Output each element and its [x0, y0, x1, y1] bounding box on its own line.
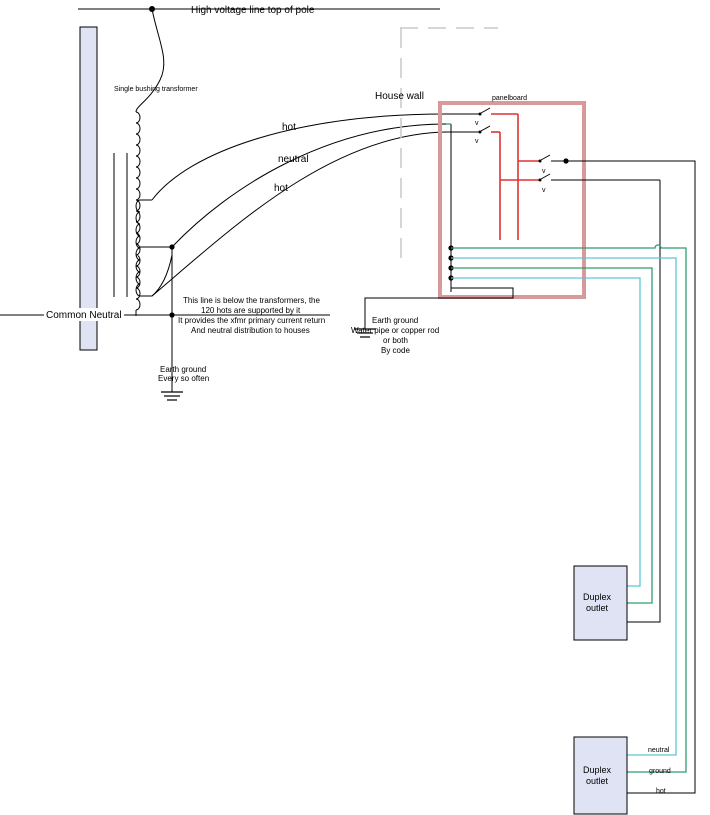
- house-ground-label-line2: Water pipe or copper rod: [351, 326, 439, 335]
- transformer-secondary-coil: [135, 199, 141, 297]
- outlet1-label-line2: outlet: [586, 603, 609, 613]
- panel-ground-conductor: [364, 287, 514, 325]
- hot-wire-label-top: hot: [282, 122, 296, 133]
- outlet2-label-line1: Duplex: [583, 765, 612, 775]
- branch-1-hot-to-outlet2: [566, 160, 696, 794]
- house-ground-symbol: [354, 325, 376, 338]
- house-ground-label-line1: Earth ground: [372, 316, 418, 325]
- panelboard-label: panelboard: [492, 95, 527, 102]
- outlet2-neutral-wire: [451, 257, 677, 756]
- common-neutral-note-line2: 120 hots are supported by it: [201, 306, 301, 315]
- hot-wire-top: [151, 113, 447, 201]
- branch-breaker-2: [500, 173, 660, 182]
- transformer-bushing-lead: [135, 8, 165, 113]
- transformer-label: Single bushing transformer: [114, 86, 198, 93]
- outlet2-neutral-label: neutral: [648, 747, 670, 754]
- breaker-label-main-bottom: v: [475, 138, 479, 145]
- outlet1-ground-wire: [451, 267, 653, 604]
- branch-2-hot-to-outlet1: [627, 180, 661, 623]
- common-neutral-note-line1: This line is below the transformers, the: [183, 296, 320, 305]
- outlet2-label-line2: outlet: [586, 776, 609, 786]
- duplex-outlet-2: [573, 736, 628, 815]
- main-breaker-bottom: [446, 125, 500, 134]
- breaker-label-main-top: v: [475, 120, 479, 127]
- common-neutral-junction: [169, 312, 175, 318]
- house-ground-label-line4: By code: [381, 346, 410, 355]
- outlet2-ground-label: ground: [649, 768, 671, 775]
- hot-wire-label-bottom: hot: [274, 183, 288, 194]
- utility-pole: [79, 26, 98, 351]
- panelboard-enclosure: [438, 101, 586, 299]
- neutral-wire: [171, 123, 447, 248]
- outlet2-hot-label: hot: [656, 788, 666, 795]
- breaker-label-branch-1: v: [542, 168, 546, 175]
- secondary-bottom-tap: [140, 254, 173, 297]
- common-neutral-note-line3: It provides the xfmr primary current ret…: [178, 316, 325, 325]
- common-neutral-label: Common Neutral: [46, 310, 122, 321]
- breaker-label-branch-2: v: [542, 187, 546, 194]
- outlet1-neutral-wire: [451, 277, 641, 587]
- outlet1-label-line1: Duplex: [583, 592, 612, 602]
- neutral-wire-label: neutral: [278, 154, 309, 165]
- high-voltage-label: High voltage line top of pole: [191, 5, 315, 16]
- branch-breaker-1: [518, 154, 565, 163]
- common-neutral-label-bg: [44, 308, 124, 321]
- pole-ground-label-line1: Earth ground: [160, 365, 206, 374]
- outlet2-ground-wire: [451, 244, 687, 773]
- duplex-outlet-1: [573, 565, 628, 641]
- main-breaker-top: [446, 107, 518, 116]
- pole-ground-symbol: [161, 376, 183, 401]
- pole-ground-label-line2: Every so often: [158, 374, 209, 383]
- house-wall-label: House wall: [375, 91, 424, 102]
- common-neutral-note-line4: And neutral distribution to houses: [191, 326, 310, 335]
- house-ground-label-line3: or both: [383, 336, 408, 345]
